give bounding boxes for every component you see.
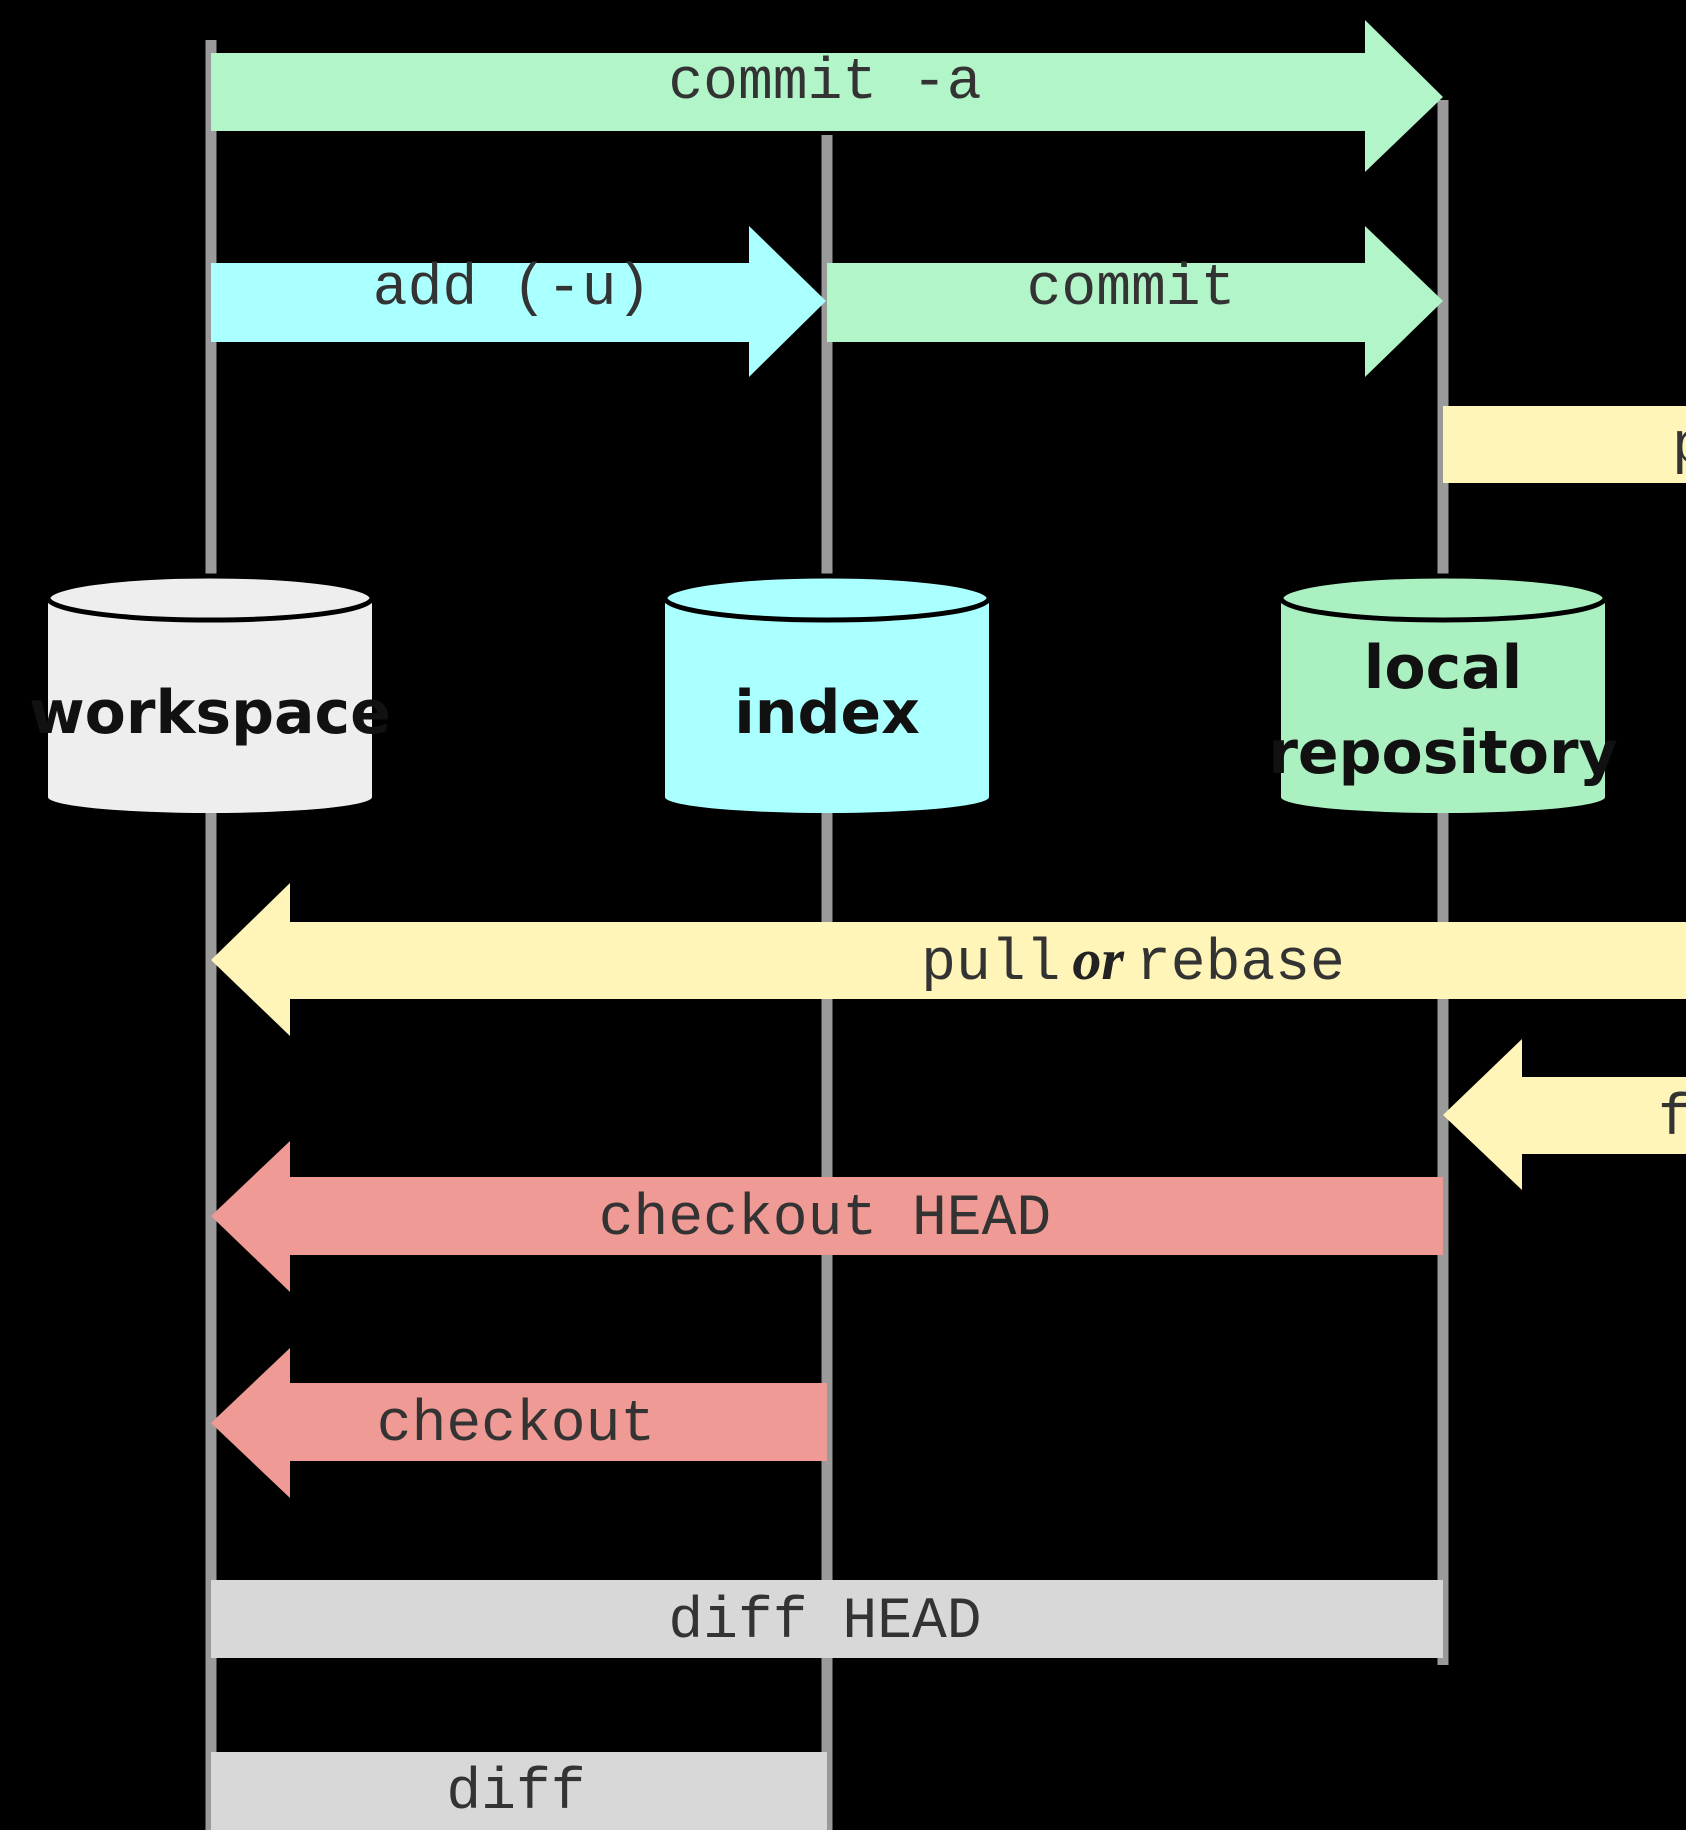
checkout-arrow: checkout <box>211 1348 827 1498</box>
commit-a-arrow: commit -a <box>211 20 1443 172</box>
commit-arrow-shape <box>827 226 1443 377</box>
commit-label: commit <box>1027 257 1236 322</box>
workspace-cylinder-top <box>45 573 375 623</box>
fetch-partial-arrow-shape <box>1443 1039 1686 1190</box>
index-label: index <box>734 678 920 748</box>
local-repository-label-line2: repository <box>1268 718 1617 788</box>
push-partial-bar: p <box>1443 406 1686 483</box>
diff-label: diff <box>446 1761 585 1826</box>
diff-head-shape <box>211 1580 1443 1658</box>
diff-head-bar: diff HEAD <box>211 1580 1443 1658</box>
local-repository-cylinder-body <box>1281 598 1605 813</box>
pull-word: pull <box>921 932 1060 997</box>
workspace-label: workspace <box>29 678 391 748</box>
diff-bar: diff <box>211 1752 827 1830</box>
index-cylinder-top <box>662 573 992 623</box>
local-repository-label-line1: local <box>1364 633 1522 703</box>
diff-head-label: diff HEAD <box>668 1590 981 1655</box>
fetch-partial-arrow: f <box>1443 1039 1686 1190</box>
rebase-word: rebase <box>1136 932 1345 997</box>
workspace-cylinder-body <box>48 598 372 813</box>
index-cylinder-body <box>665 598 989 813</box>
index-store: index <box>662 573 992 813</box>
checkout-head-label: checkout HEAD <box>599 1187 1051 1252</box>
commit-arrow: commit <box>827 226 1443 377</box>
workspace-store: workspace <box>29 573 391 813</box>
local-repository-cylinder-top <box>1278 573 1608 623</box>
commit-a-label: commit -a <box>668 51 981 116</box>
diff-shape <box>211 1752 827 1830</box>
checkout-label: checkout <box>377 1393 655 1458</box>
pull-or-rebase-arrow-shape <box>211 883 1686 1036</box>
add-u-arrow-shape <box>211 226 826 377</box>
checkout-head-arrow: checkout HEAD <box>211 1141 1443 1292</box>
fetch-partial-label: f <box>1658 1087 1686 1152</box>
push-partial-shape <box>1443 406 1686 483</box>
or-word: or <box>1072 927 1124 992</box>
local-repository-store: local repository <box>1268 573 1618 813</box>
add-u-label: add (-u) <box>373 257 651 322</box>
add-u-arrow: add (-u) <box>211 226 826 377</box>
checkout-head-arrow-shape <box>211 1141 1443 1292</box>
push-partial-label: p <box>1672 415 1686 480</box>
checkout-arrow-shape <box>211 1348 827 1498</box>
commit-a-arrow-shape <box>211 20 1443 172</box>
